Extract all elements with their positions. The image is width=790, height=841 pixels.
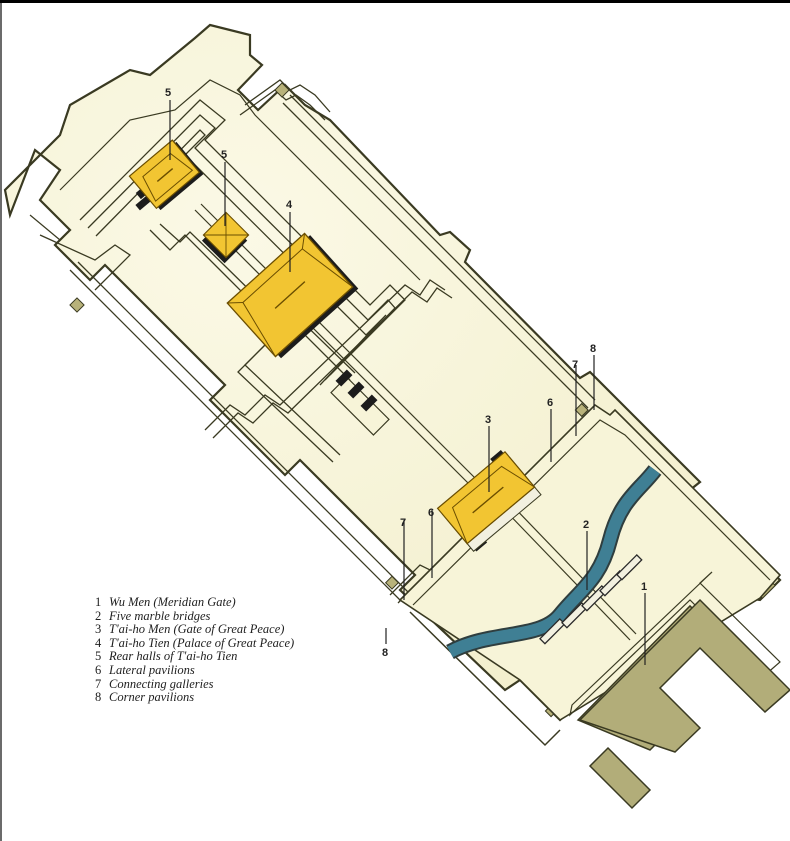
wu-men-gate: [569, 571, 790, 810]
callout-8a: 8: [590, 343, 596, 355]
callout-8b: 8: [382, 647, 388, 659]
callout-5a: 5: [165, 87, 171, 99]
five-marble-bridges: [539, 554, 643, 645]
legend-item: 3 T'ai-ho Men (Gate of Great Peace): [95, 622, 285, 637]
callout-5b: 5: [221, 149, 227, 161]
legend: 1 Wu Men (Meridian Gate) 2 Five marble b…: [95, 595, 295, 705]
top-border: [0, 0, 790, 3]
callout-6b: 6: [428, 507, 434, 519]
legend-item: 6 Lateral pavilions: [95, 662, 195, 677]
callout-labels: 5 5 4 3 6 7 8 6 7 8 2 1: [165, 87, 647, 659]
left-border: [0, 3, 2, 841]
callout-leaders: [169, 100, 646, 665]
legend-item: 4 T'ai-ho Tien (Palace of Great Peace): [95, 635, 295, 650]
tai-ho-men-gate: [436, 450, 542, 552]
middle-gate: [330, 369, 390, 436]
legend-item: 2 Five marble bridges: [95, 608, 211, 623]
callout-2: 2: [583, 519, 589, 531]
legend-item: 7 Connecting galleries: [95, 676, 214, 691]
callout-3: 3: [485, 414, 491, 426]
legend-item: 1 Wu Men (Meridian Gate): [95, 595, 236, 609]
callout-7a: 7: [572, 359, 578, 371]
tai-ho-tien-hall: [226, 232, 359, 359]
callout-7b: 7: [400, 517, 406, 529]
legend-item: 5 Rear halls of T'ai-ho Tien: [95, 649, 238, 664]
terrace-outlines: [79, 99, 406, 463]
central-axis: [194, 203, 637, 641]
callout-1: 1: [641, 581, 647, 593]
rear-hall-5a: [128, 139, 204, 211]
callout-6a: 6: [547, 397, 553, 409]
callout-4: 4: [286, 199, 293, 211]
legend-item: 8 Corner pavilions: [95, 690, 195, 705]
golden-water-moat: [447, 466, 660, 658]
